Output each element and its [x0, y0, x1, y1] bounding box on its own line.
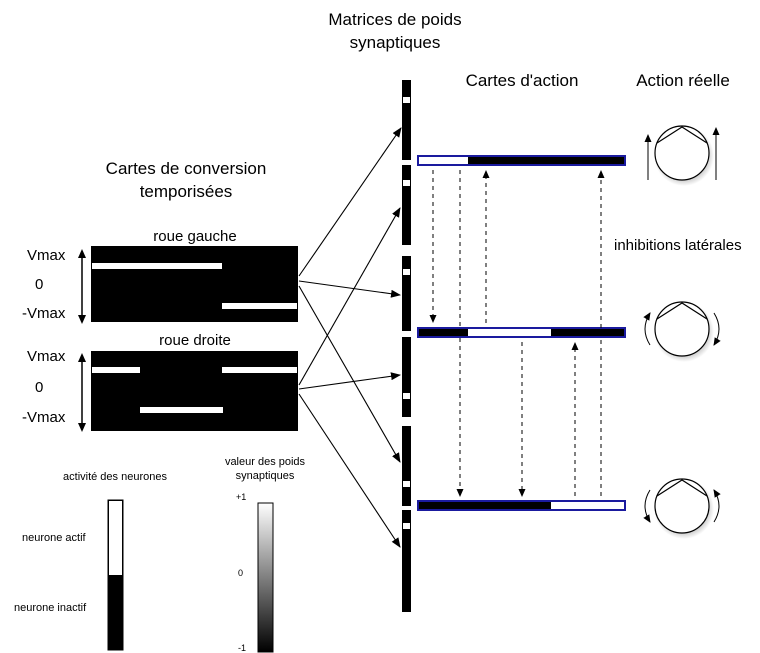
action-map-2 [417, 327, 626, 338]
activity-legend-title: activité des neurones [63, 471, 167, 483]
left-velocity-axis [78, 249, 86, 324]
weights-legend-title-line2: synaptiques [236, 470, 295, 482]
weights-legend-title-line1: valeur des poids [225, 456, 306, 468]
inhibitions-label: inhibitions latérales [614, 237, 742, 254]
right-vmax-label: Vmax [27, 348, 66, 365]
right-wheel-label: roue droite [159, 332, 231, 349]
right-velocity-axis [78, 353, 86, 432]
action-map-3 [417, 500, 626, 511]
weights-minus-one: -1 [238, 643, 246, 653]
weights-title-line1: Matrices de poids [328, 10, 461, 29]
inactive-neuron-label: neurone inactif [14, 602, 87, 614]
robot-rotate-right-icon [643, 301, 721, 362]
activity-legend-bar [107, 499, 124, 651]
left-vmax-label: Vmax [27, 247, 66, 264]
weights-gradient-bar [257, 502, 274, 653]
action-map-1 [417, 155, 626, 166]
lateral-inhibitions [429, 170, 605, 497]
left-zero-label: 0 [35, 276, 43, 293]
connection-arrows [298, 127, 402, 548]
conversion-title-line2: temporisées [140, 182, 233, 201]
left-neg-vmax-label: -Vmax [22, 305, 66, 322]
left-wheel-map [91, 246, 298, 322]
robot-rotate-left-icon [643, 478, 721, 539]
conversion-title-line1: Cartes de conversion [106, 159, 267, 178]
right-wheel-map [91, 351, 298, 431]
right-zero-label: 0 [35, 379, 43, 396]
weights-title-line2: synaptiques [350, 33, 441, 52]
weight-matrices [402, 80, 411, 612]
active-neuron-label: neurone actif [22, 532, 87, 544]
action-maps-title: Cartes d'action [466, 71, 579, 90]
robot-forward-icon [644, 125, 720, 186]
weights-zero: 0 [238, 568, 243, 578]
left-wheel-label: roue gauche [153, 228, 236, 245]
real-action-title: Action réelle [636, 71, 730, 90]
right-neg-vmax-label: -Vmax [22, 409, 66, 426]
weights-plus-one: +1 [236, 492, 246, 502]
